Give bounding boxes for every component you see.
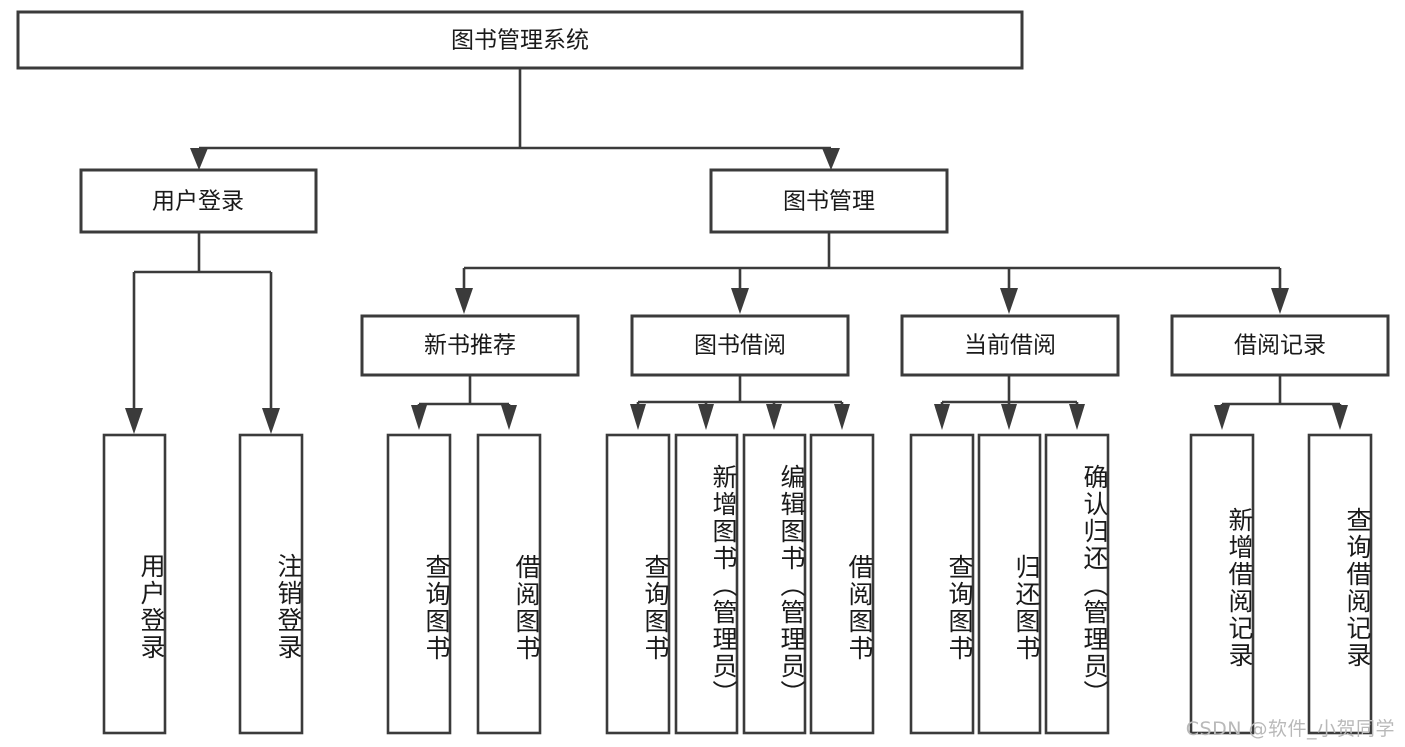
node-root-box[interactable] [16, 10, 1024, 70]
leaf-box-return-book[interactable] [977, 433, 1042, 735]
arrow-head-leaf-logout [262, 408, 280, 434]
leaf-box-edit-book[interactable] [742, 433, 807, 735]
connector-group [125, 68, 1348, 434]
leaf-box-query-book-3[interactable] [909, 433, 975, 735]
arrow-head-l2-user-login [190, 148, 208, 170]
arrow-head-leaf-return-book [1001, 404, 1017, 430]
arrow-head-l3-new-book [455, 288, 473, 314]
node-book-management-box[interactable] [709, 168, 949, 234]
arrow-head-l3-current-borrow [1000, 288, 1018, 314]
arrow-head-leaf-add-record [1214, 405, 1230, 430]
node-user-login[interactable]: 用户登录 [79, 168, 318, 234]
node-user-login-box[interactable] [79, 168, 318, 234]
leaf-box-query-book-1[interactable] [386, 433, 452, 735]
leaf-box-add-book[interactable] [674, 433, 739, 735]
arrow-head-l3-book-borrow [731, 288, 749, 314]
arrow-head-leaf-borrow-book-1 [501, 405, 517, 430]
arrow-head-leaf-user-login [125, 408, 143, 434]
node-current-borrow-label: 当前借阅 [964, 333, 1056, 359]
node-current-borrow[interactable]: 当前借阅 [900, 314, 1120, 377]
arrow-head-leaf-query-book-3 [934, 404, 950, 430]
arrow-head-leaf-query-book-1 [411, 405, 427, 430]
arrow-head-l3-borrow-record [1271, 288, 1289, 314]
leaf-box-logout[interactable] [238, 433, 304, 735]
leaf-box-query-record[interactable] [1307, 433, 1373, 735]
arrow-head-leaf-query-record [1332, 405, 1348, 430]
node-current-borrow-box[interactable] [900, 314, 1120, 377]
arrow-head-leaf-query-book-2 [630, 404, 646, 430]
leaf-box-borrow-book-2[interactable] [809, 433, 875, 735]
node-borrow-record-label: 借阅记录 [1234, 333, 1326, 359]
node-book-borrow-box[interactable] [630, 314, 850, 377]
node-new-book-recommend[interactable]: 新书推荐 [360, 314, 580, 377]
arrow-head-leaf-confirm-return [1069, 404, 1085, 430]
leaf-box-confirm-return[interactable] [1044, 433, 1110, 735]
arrow-head-leaf-borrow-book-2 [834, 404, 850, 430]
leaf-box-user-login[interactable] [102, 433, 167, 735]
node-new-book-recommend-box[interactable] [360, 314, 580, 377]
arrow-head-l2-book-mgmt [822, 148, 840, 170]
node-book-management[interactable]: 图书管理 [709, 168, 949, 234]
leaf-box-add-record[interactable] [1189, 433, 1255, 735]
arrow-head-leaf-add-book [698, 404, 714, 430]
arrow-head-leaf-edit-book [766, 404, 782, 430]
node-book-borrow[interactable]: 图书借阅 [630, 314, 850, 377]
node-borrow-record[interactable]: 借阅记录 [1170, 314, 1390, 377]
node-book-management-label: 图书管理 [783, 189, 875, 215]
node-book-borrow-label: 图书借阅 [694, 333, 786, 359]
csdn-watermark: CSDN @软件_小贺同学 [1185, 718, 1395, 740]
node-root-label: 图书管理系统 [451, 28, 589, 54]
leaf-box-query-book-2[interactable] [605, 433, 671, 735]
leaf-box-group [102, 433, 1373, 735]
leaf-box-borrow-book-1[interactable] [476, 433, 542, 735]
node-new-book-recommend-label: 新书推荐 [424, 333, 516, 359]
node-root[interactable]: 图书管理系统 [16, 10, 1024, 70]
node-borrow-record-box[interactable] [1170, 314, 1390, 377]
node-user-login-label: 用户登录 [152, 189, 244, 215]
